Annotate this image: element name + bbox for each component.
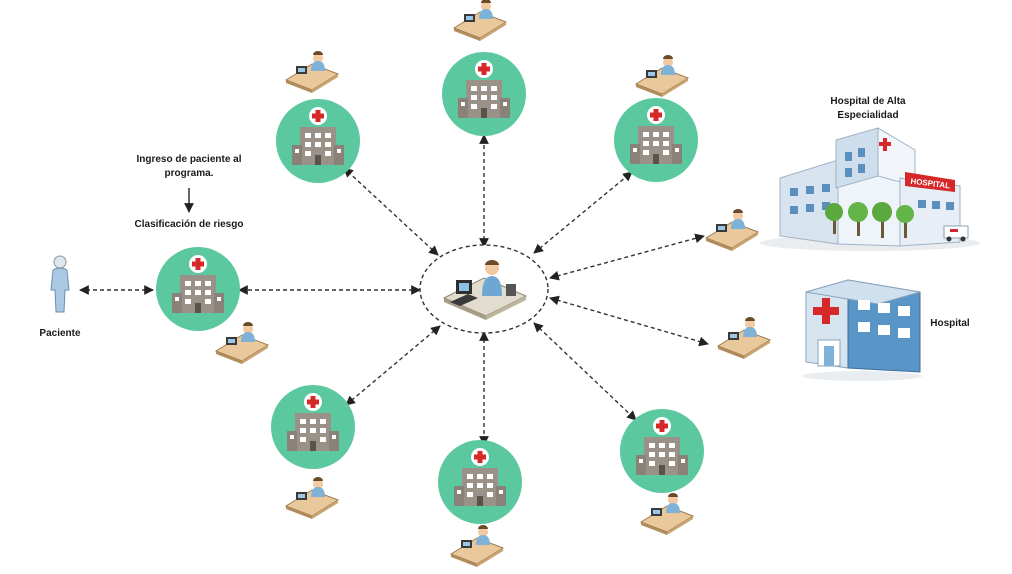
clasificacion-label: Clasificación de riesgo	[134, 219, 244, 230]
doctor-workstation-icon	[285, 50, 339, 94]
doctor-workstation-icon	[705, 208, 759, 252]
hospital-alta-label: Hospital de Alta Especialidad	[830, 96, 906, 121]
health-center-left	[156, 247, 240, 331]
doctor-workstation-icon	[215, 321, 269, 365]
hospital-label: Hospital	[930, 318, 970, 329]
central-coordination-node	[419, 244, 549, 334]
ingreso-label: Ingreso de paciente al programa.	[136, 154, 242, 179]
arrow-center-to-clinic-top-left	[343, 167, 439, 256]
patient-icon	[50, 255, 70, 313]
health-center-icon	[614, 98, 698, 182]
specialty-hospital-icon: HOSPITAL	[760, 127, 980, 251]
health-center-top-right	[614, 98, 698, 182]
health-center-icon	[156, 247, 240, 331]
paciente-label: Paciente	[39, 328, 81, 339]
arrow-center-to-hospital-alta	[549, 233, 705, 281]
health-center-icon	[438, 440, 522, 524]
doctor-workstation-icon	[635, 54, 689, 98]
central-coordination-icon	[442, 260, 528, 320]
doctor-workstation-icon	[717, 316, 771, 360]
doctor-workstation-icon	[285, 476, 339, 520]
health-center-icon	[620, 409, 704, 493]
ambulance-icon	[943, 225, 969, 242]
health-center-bottom-left	[271, 385, 355, 469]
health-center-bottom	[438, 440, 522, 524]
health-center-icon	[271, 385, 355, 469]
connector-arrows	[79, 134, 709, 446]
health-center-icon	[442, 52, 526, 136]
arrow-center-to-hospital	[549, 295, 709, 347]
hospital-icon	[802, 279, 922, 381]
health-center-top	[442, 52, 526, 136]
health-center-bottom-right	[620, 409, 704, 493]
arrow-center-to-clinic-top-right	[533, 171, 633, 254]
arrow-center-to-clinic-bottom-left	[345, 325, 441, 406]
doctor-workstation-icon	[450, 524, 504, 568]
health-center-icon	[276, 99, 360, 183]
tree-row	[825, 202, 914, 238]
doctor-workstation-icon	[640, 492, 694, 536]
doctor-workstation-icon	[453, 0, 507, 42]
arrow-center-to-clinic-bottom-right	[533, 322, 637, 421]
health-center-top-left	[276, 99, 360, 183]
